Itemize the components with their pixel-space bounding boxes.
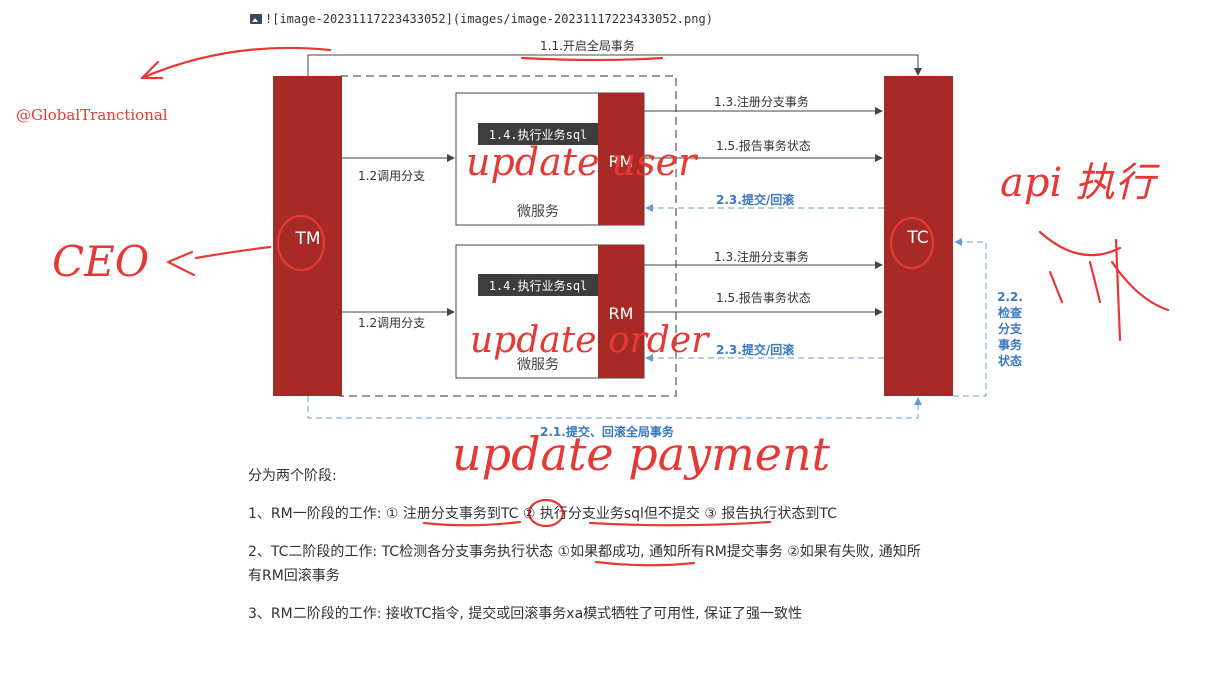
arrow-ceo-to-tm [194, 245, 272, 260]
microservice-label-2: 微服务 [517, 357, 559, 373]
notes-paragraph-2-line-1: 2、TC二阶段的工作: TC检测各分支事务执行状态 ①如果都成功, 通知所有RM… [248, 544, 921, 560]
underline-exec-no-commit [588, 520, 772, 527]
exec-sql-label-1: 1.4.执行业务sql [489, 127, 588, 142]
underline-all-success [594, 560, 696, 567]
call-branch-label-2: 1.2调用分支 [358, 316, 425, 330]
rm-node-1 [598, 93, 644, 225]
open-global-arrow [307, 54, 922, 76]
check-branch-label-line-5: 状态 [998, 353, 1022, 368]
circle-tc [889, 216, 935, 270]
annotation-update-payment: update payment [452, 427, 831, 481]
circle-to [527, 498, 565, 528]
underline-register [422, 520, 522, 527]
tc-label: TC [906, 228, 928, 248]
image-icon [250, 14, 262, 24]
commit-rollback-label-1: 2.3.提交/回滚 [716, 192, 795, 207]
image-markdown-reference: ![image-20231117223433052](images/image-… [250, 12, 713, 26]
report-status-label-2: 1.5.报告事务状态 [716, 290, 811, 305]
rm-node-2 [598, 245, 644, 378]
commit-rollback-label-2: 2.3.提交/回滚 [716, 342, 795, 357]
check-branch-label-line-4: 事务 [998, 337, 1023, 352]
annotation-ceo: CEO [52, 237, 149, 286]
rm-label-2: RM [609, 304, 634, 323]
call-branch-label-1: 1.2调用分支 [358, 169, 425, 183]
open-global-label: 1.1.开启全局事务 [540, 38, 635, 53]
check-branch-loop-arrow [953, 238, 987, 397]
tm-node [273, 76, 342, 396]
annotation-api: api 执行 [1000, 160, 1160, 206]
rm-label-1: RM [609, 152, 634, 171]
notes-paragraph-3: 3、RM二阶段的工作: 接收TC指令, 提交或回滚事务xa模式牺牲了可用性, 保… [248, 606, 803, 622]
check-branch-label-line-2: 检查 [998, 305, 1023, 320]
circle-tm [276, 214, 326, 272]
global-commit-arrow [307, 396, 922, 419]
annotation-update-order: update order [470, 320, 710, 361]
notes-paragraph-1: 1、RM一阶段的工作: ① 注册分支事务到TC ② 执行分支业务sql但不提交 … [248, 506, 837, 522]
annotation-update-user: update user [466, 140, 699, 184]
exec-sql-box-2 [478, 274, 598, 296]
notes-heading: 分为两个阶段: [248, 468, 337, 484]
check-branch-label-line-3: 分支 [998, 321, 1023, 336]
tm-label: TM [294, 229, 320, 249]
tc-node [884, 76, 953, 396]
check-branch-label-line-1: 2.2. [997, 290, 1023, 304]
arrowhead-global-tranctional [140, 60, 164, 80]
arrow-to-global-tranctional [140, 46, 332, 80]
exec-sql-box-1 [478, 123, 598, 145]
annotation-global-tranctional: @GlobalTranctional [16, 106, 168, 124]
global-commit-label: 2.1.提交、回滚全局事务 [540, 424, 675, 439]
arrowhead-ceo [166, 250, 196, 277]
report-status-label-1: 1.5.报告事务状态 [716, 138, 811, 153]
microservice-label-1: 微服务 [517, 204, 559, 220]
register-branch-label-2: 1.3.注册分支事务 [714, 249, 809, 264]
exec-sql-label-2: 1.4.执行业务sql [489, 278, 588, 293]
notes-paragraph-2-line-2: 有RM回滚事务 [248, 568, 340, 584]
underline-open-global [520, 56, 664, 62]
register-branch-label-1: 1.3.注册分支事务 [714, 94, 809, 109]
api-scribble [1038, 230, 1170, 342]
